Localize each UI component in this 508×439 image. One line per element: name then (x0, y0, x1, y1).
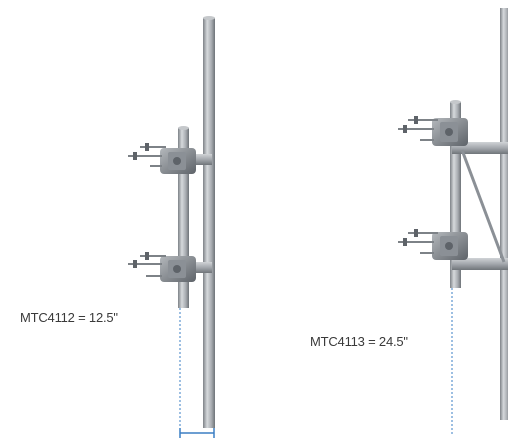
model-label-mtc4113: MTC4113 = 24.5" (310, 334, 408, 349)
mount-assembly-mtc4113 (398, 8, 508, 436)
model-label-mtc4112: MTC4112 = 12.5" (20, 310, 118, 325)
clamp-upper-right (398, 116, 468, 146)
clamp-upper-left (128, 143, 196, 174)
antenna-pipe-left (178, 128, 189, 308)
diagonal-brace-right (460, 149, 506, 263)
clamp-lower-right (398, 229, 468, 260)
standoff-arm-lower-right (452, 258, 508, 270)
tower-pipe-right (500, 8, 508, 420)
antenna-pipe-right (450, 102, 461, 288)
mount-assembly-mtc4112 (128, 16, 215, 438)
clamp-lower-left (128, 252, 196, 282)
dimension-indicator-left (179, 308, 215, 438)
tower-pipe-left (203, 18, 215, 428)
